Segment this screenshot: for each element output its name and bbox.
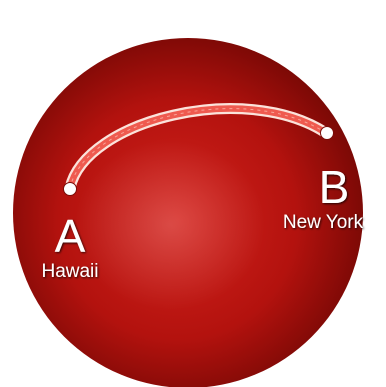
point-a-name: Hawaii <box>41 261 98 282</box>
point-b-letter: B <box>319 161 350 213</box>
point-b-name: New York <box>283 212 364 233</box>
globe-shine <box>75 140 265 310</box>
point-a-letter: A <box>55 210 86 262</box>
point-b-marker <box>321 127 334 140</box>
point-a-marker <box>64 183 77 196</box>
